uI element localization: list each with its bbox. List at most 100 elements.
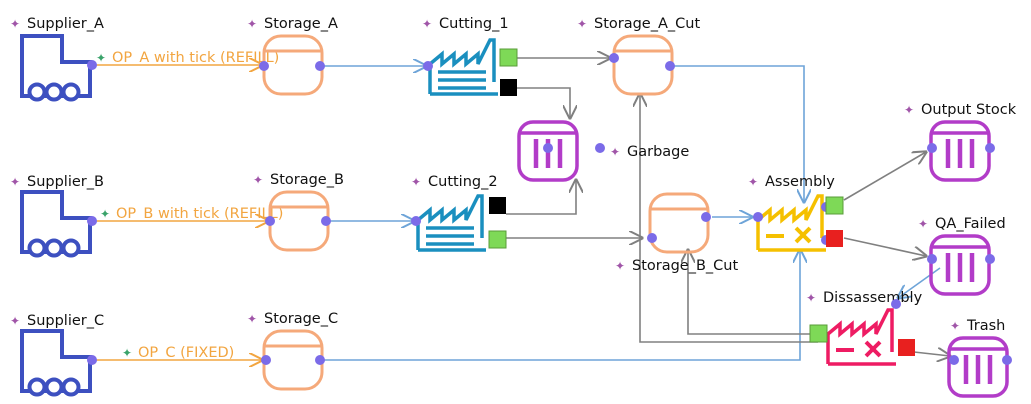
node-label: Storage_A_Cut <box>594 16 700 32</box>
node-supplier-c[interactable]: ✦ Supplier_C <box>10 313 104 397</box>
node-label: Dissassembly <box>823 290 923 306</box>
marker-icon: ✦ <box>247 17 257 31</box>
port-in[interactable] <box>949 355 959 365</box>
edge-storage-a-cut-to-assembly[interactable] <box>670 65 804 202</box>
port-out-scrap[interactable] <box>489 197 506 214</box>
marker-icon: ✦ <box>247 312 257 326</box>
marker-icon: ✦ <box>10 175 20 189</box>
node-garbage[interactable]: ✦ Garbage <box>519 122 689 180</box>
port-in[interactable] <box>753 212 763 222</box>
port-in[interactable] <box>411 216 421 226</box>
node-storage-c[interactable]: ✦ Storage_C <box>247 311 338 391</box>
node-trash[interactable]: ✦ Trash <box>949 318 1012 396</box>
port-out-scrap[interactable] <box>500 79 517 96</box>
node-storage-b-cut[interactable]: ✦ Storage_B_Cut <box>615 192 738 274</box>
node-label: Trash <box>966 318 1005 334</box>
port-out[interactable] <box>87 60 97 70</box>
port-out[interactable] <box>87 216 97 226</box>
port-out[interactable] <box>701 212 711 222</box>
edge-qa-failed-to-disassembly[interactable] <box>898 267 941 298</box>
operator-label: OP_C (FIXED) <box>138 345 234 361</box>
node-assembly[interactable]: ✦ Assembly <box>748 174 844 252</box>
marker-icon: ✦ <box>422 17 432 31</box>
bin-icon <box>931 236 989 294</box>
port-in[interactable] <box>265 216 275 226</box>
node-disassembly[interactable]: ✦ Dissassembly <box>806 290 923 366</box>
marker-icon: ✦ <box>100 207 110 221</box>
edge-assembly-to-output-stock[interactable] <box>843 152 926 201</box>
edge-cutting-2-to-garbage[interactable] <box>506 180 576 215</box>
port-in[interactable] <box>891 299 901 309</box>
port-out[interactable] <box>985 143 995 153</box>
edge-cutting-1-to-garbage[interactable] <box>516 87 570 118</box>
port-out[interactable] <box>315 355 325 365</box>
port-out[interactable] <box>321 216 331 226</box>
node-cutting-2[interactable]: ✦ Cutting_2 <box>411 174 507 252</box>
storage-icon <box>648 192 710 254</box>
port-out[interactable] <box>985 254 995 264</box>
node-supplier-b[interactable]: ✦ Supplier_B <box>10 174 104 258</box>
node-output-stock[interactable]: ✦ Output Stock <box>904 102 1017 180</box>
disassembly-icon <box>826 308 898 366</box>
edge-disassembly-to-storage-b-cut[interactable] <box>688 250 818 335</box>
port-out[interactable] <box>1002 355 1012 365</box>
node-label: Supplier_C <box>27 313 104 329</box>
marker-icon: ✦ <box>615 259 625 273</box>
bin-icon <box>949 338 1007 396</box>
port-out-ok[interactable] <box>809 324 828 343</box>
port-out-ok[interactable] <box>499 48 518 67</box>
edge-storage-c-to-assembly[interactable] <box>322 250 800 361</box>
port-out[interactable] <box>665 61 675 71</box>
port-in[interactable] <box>647 233 657 243</box>
node-label: Garbage <box>627 144 689 160</box>
edge-disassembly-to-storage-a-cut[interactable] <box>640 94 818 343</box>
marker-icon: ✦ <box>96 51 106 65</box>
marker-icon: ✦ <box>610 145 620 159</box>
marker-icon: ✦ <box>122 346 132 360</box>
port-in[interactable] <box>261 355 271 365</box>
marker-icon: ✦ <box>10 314 20 328</box>
port-out-failed[interactable] <box>826 230 843 247</box>
node-storage-b[interactable]: ✦ Storage_B <box>253 172 344 252</box>
storage-icon <box>612 34 674 96</box>
truck-icon <box>20 34 92 102</box>
operator-label: OP_A with tick (REFILL) <box>112 50 279 66</box>
port-out-failed[interactable] <box>898 339 915 356</box>
node-label: Storage_A <box>264 16 338 32</box>
marker-icon: ✦ <box>10 17 20 31</box>
port-in[interactable] <box>543 143 553 153</box>
port-out[interactable] <box>315 61 325 71</box>
truck-icon <box>20 190 92 258</box>
node-cutting-1[interactable]: ✦ Cutting_1 <box>422 16 518 96</box>
truck-icon <box>20 329 92 397</box>
operator-op-a[interactable]: ✦ OP_A with tick (REFILL) <box>96 50 279 66</box>
port-out[interactable] <box>595 143 605 153</box>
port-in[interactable] <box>927 254 937 264</box>
port-in[interactable] <box>259 61 269 71</box>
marker-icon: ✦ <box>904 103 914 117</box>
node-label: Storage_B <box>270 172 344 188</box>
storage-icon <box>262 329 324 391</box>
operator-op-b[interactable]: ✦ OP_B with tick (REFILL) <box>100 206 283 222</box>
node-label: Supplier_A <box>27 16 104 32</box>
port-out-ok[interactable] <box>825 196 844 215</box>
node-storage-a[interactable]: ✦ Storage_A <box>247 16 338 96</box>
edge-disassembly-to-trash[interactable] <box>913 352 950 356</box>
node-supplier-a[interactable]: ✦ Supplier_A <box>10 16 104 102</box>
connections <box>93 58 950 360</box>
node-label: Storage_B_Cut <box>632 258 738 274</box>
port-in[interactable] <box>423 61 433 71</box>
marker-icon: ✦ <box>253 173 263 187</box>
node-label: Cutting_2 <box>428 174 498 190</box>
operator-op-c[interactable]: ✦ OP_C (FIXED) <box>122 345 234 361</box>
operator-label: OP_B with tick (REFILL) <box>116 206 283 222</box>
node-qa-failed[interactable]: ✦ QA_Failed <box>918 216 1006 294</box>
edge-assembly-to-qa-failed[interactable] <box>843 237 926 256</box>
assembly-icon <box>756 194 828 252</box>
port-in[interactable] <box>927 143 937 153</box>
port-out-ok[interactable] <box>488 230 507 249</box>
port-out[interactable] <box>87 355 97 365</box>
port-in[interactable] <box>609 53 619 63</box>
node-storage-a-cut[interactable]: ✦ Storage_A_Cut <box>577 16 700 96</box>
